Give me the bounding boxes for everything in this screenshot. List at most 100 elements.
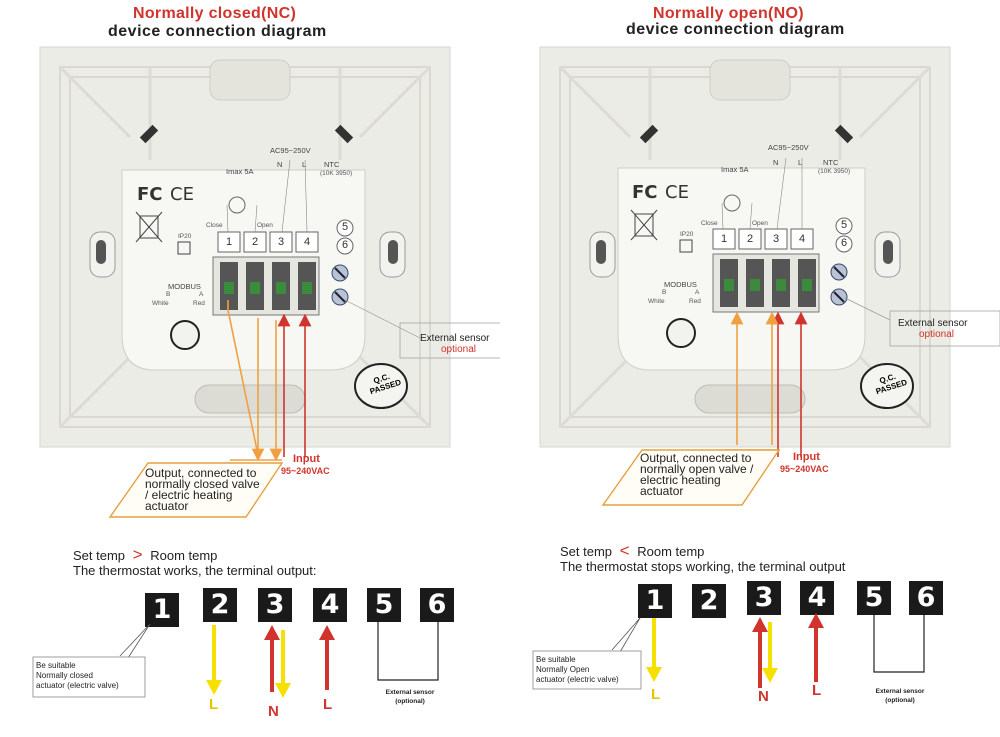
- right-output-arrows: [532, 613, 925, 690]
- sensor-optional: optional: [441, 344, 477, 355]
- terminal-5-label: 5: [341, 221, 349, 233]
- voltage-label: AC95~250V: [270, 146, 311, 155]
- big-terminal-6: 6: [420, 588, 454, 622]
- room-temp-text: Room temp: [150, 548, 218, 563]
- n-label: N: [277, 160, 283, 169]
- r-modbus-a-label: A: [695, 289, 700, 296]
- suitable-line-1: Be suitable: [36, 661, 76, 670]
- r-big-terminal-3: 3: [747, 581, 781, 615]
- left-device-diagram: FC CE: [39, 46, 500, 518]
- modbus-label: MODBUS: [168, 282, 201, 291]
- input-voltage: 95~240VAC: [281, 466, 330, 476]
- right-ext-sensor-note: External sensor (optional): [864, 687, 936, 705]
- modbus-a-label: A: [199, 291, 204, 298]
- r-terminal-3-label: 3: [772, 233, 780, 245]
- ext-sensor-text: External sensor: [385, 689, 435, 696]
- r-sensor-optional: optional: [919, 329, 955, 340]
- r-red-label: Red: [689, 298, 701, 305]
- l-label: L: [302, 160, 307, 169]
- r-ip20-label: IP20: [680, 231, 694, 238]
- r-modbus-label: MODBUS: [664, 280, 697, 289]
- left-suitable-note: Be suitable Normally closed actuator (el…: [36, 661, 119, 691]
- terminal-2-label: 2: [251, 236, 259, 248]
- right-title: Normally open(NO): [653, 5, 804, 22]
- big-terminal-3: 3: [258, 588, 292, 622]
- r-modbus-b-label: B: [662, 289, 667, 296]
- big-terminal-5: 5: [367, 588, 401, 622]
- r-terminal-4-label: 4: [798, 233, 806, 245]
- svg-text:FC: FC: [137, 184, 163, 205]
- r-open-label: Open: [752, 220, 768, 227]
- left-title: Normally closed(NC): [133, 5, 297, 22]
- r-input-voltage: 95~240VAC: [780, 464, 829, 474]
- svg-text:CE: CE: [665, 182, 689, 203]
- r-l-label: L: [798, 158, 803, 167]
- r-compare-symbol: <: [619, 541, 630, 560]
- r-imax-label: Imax 5A: [721, 165, 749, 174]
- r-big-terminal-4: 4: [800, 581, 834, 615]
- left-letter-t3: N: [268, 703, 279, 720]
- r-condition-line-2: The thermostat stops working, the termin…: [560, 559, 846, 574]
- left-letter-t4: L: [323, 696, 333, 713]
- r-suitable-line-3: actuator (electric valve): [536, 675, 619, 684]
- suitable-line-2: Normally closed: [36, 671, 93, 680]
- condition-line-2: The thermostat works, the terminal outpu…: [73, 563, 317, 578]
- compare-symbol: >: [132, 545, 143, 564]
- right-suitable-note: Be suitable Normally Open actuator (elec…: [536, 655, 619, 685]
- right-letter-t1: L: [651, 686, 661, 703]
- terminal-1-label: 1: [225, 236, 233, 248]
- input-label: Input: [293, 453, 320, 465]
- r-sensor-label: External sensor: [898, 318, 968, 329]
- right-device-diagram: FC CE: [539, 46, 1000, 506]
- svg-text:FC: FC: [632, 182, 658, 203]
- terminal-3-label: 3: [277, 236, 285, 248]
- close-label: Close: [206, 222, 223, 229]
- r-ntc-spec-label: (10K 3950): [818, 168, 851, 175]
- r-close-label: Close: [701, 220, 718, 227]
- big-terminal-2: 2: [203, 588, 237, 622]
- right-letter-t3: N: [758, 688, 769, 705]
- r-terminal-5-label: 5: [840, 219, 848, 231]
- imax-label: Imax 5A: [226, 167, 254, 176]
- set-temp-text: Set temp: [73, 548, 126, 563]
- r-suitable-line-1: Be suitable: [536, 655, 576, 664]
- modbus-b-label: B: [166, 291, 171, 298]
- ip20-label: IP20: [178, 233, 192, 240]
- r-big-terminal-6: 6: [909, 581, 943, 615]
- r-big-terminal-1: 1: [638, 584, 672, 618]
- r-terminal-1-label: 1: [720, 233, 728, 245]
- r-terminal-6-label: 6: [840, 237, 848, 249]
- left-ext-sensor-note: External sensor (optional): [374, 688, 446, 706]
- r-output-description: Output, connected to normally open valve…: [640, 451, 754, 498]
- big-terminal-1: 1: [145, 593, 179, 627]
- r-ntc-label: NTC: [823, 158, 839, 167]
- sensor-label: External sensor: [420, 333, 490, 344]
- left-letter-t2: L: [209, 696, 219, 713]
- right-letter-t4: L: [812, 682, 822, 699]
- r-input-label: Input: [793, 451, 820, 463]
- r-set-temp-text: Set temp: [560, 544, 613, 559]
- white-label: White: [152, 300, 169, 307]
- r-big-terminal-5: 5: [857, 581, 891, 615]
- r-ext-sensor-text: External sensor: [875, 688, 925, 695]
- r-room-temp-text: Room temp: [637, 544, 705, 559]
- suitable-line-3: actuator (electric valve): [36, 681, 119, 690]
- big-terminal-4: 4: [313, 588, 347, 622]
- r-voltage-label: AC95~250V: [768, 143, 809, 152]
- r-white-label: White: [648, 298, 665, 305]
- ntc-label: NTC: [324, 160, 340, 169]
- terminal-6-label: 6: [341, 239, 349, 251]
- r-n-label: N: [773, 158, 779, 167]
- r-condition-line-1: Set temp < Room temp: [560, 541, 704, 561]
- left-output-arrows: [32, 622, 439, 698]
- open-label: Open: [257, 222, 273, 229]
- red-label: Red: [193, 300, 205, 307]
- svg-text:CE: CE: [170, 184, 194, 205]
- ntc-spec-label: (10K 3950): [320, 170, 353, 177]
- left-subtitle: device connection diagram: [108, 23, 327, 40]
- ext-optional-text: (optional): [395, 698, 425, 705]
- condition-line-1: Set temp > Room temp: [73, 545, 217, 565]
- terminal-4-label: 4: [303, 236, 311, 248]
- r-terminal-2-label: 2: [746, 233, 754, 245]
- r-suitable-line-2: Normally Open: [536, 665, 590, 674]
